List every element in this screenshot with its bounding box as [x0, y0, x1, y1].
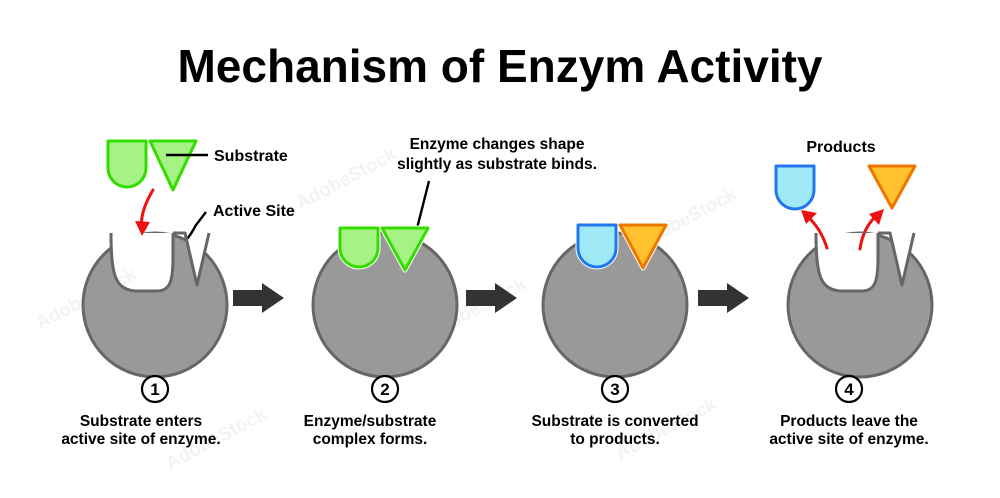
released-products-group-4	[774, 164, 917, 211]
enzyme-body-4	[786, 231, 934, 379]
step-caption-line1: Substrate is converted	[531, 413, 698, 430]
step-number: 3	[610, 380, 619, 399]
step-caption-line1: Substrate enters	[80, 413, 202, 430]
products-label: Products	[806, 139, 875, 156]
step-number-circle	[834, 374, 864, 404]
step-caption-line2: to products.	[570, 431, 660, 448]
substrate-u-shape	[338, 226, 380, 269]
red-arrow-product-left	[801, 210, 829, 250]
substrate-triangle-shape	[380, 226, 430, 272]
product-u-shape	[774, 164, 816, 211]
red-arrow-substrate-enters	[135, 188, 155, 236]
substrate-triangle-shape	[148, 139, 198, 192]
watermark-text: AdobeStock	[292, 144, 400, 215]
step-number: 2	[380, 380, 389, 399]
step-number-circle	[140, 374, 170, 404]
transition-arrow-2	[466, 283, 517, 313]
step-caption-line2: active site of enzyme.	[61, 431, 220, 448]
substrate-u-shape	[106, 139, 148, 189]
enzyme-body-2	[311, 231, 459, 379]
step-caption-line2: complex forms.	[313, 431, 428, 448]
panel-step-2: Enzyme changes shape slightly as substra…	[304, 136, 597, 448]
step-number-circle	[370, 374, 400, 404]
step-number: 1	[150, 380, 159, 399]
enzyme-body-1	[81, 231, 229, 379]
red-arrow-product-right	[858, 209, 884, 251]
product-u-shape	[576, 223, 618, 269]
note-line-2: slightly as substrate binds.	[397, 156, 597, 173]
substrate-label: Substrate	[214, 148, 288, 165]
step-caption-line1: Products leave the	[780, 413, 918, 430]
page-title: Mechanism of Enzym Activity	[177, 40, 822, 92]
substrate-group-1	[106, 139, 198, 192]
product-triangle-shape	[867, 164, 917, 210]
note-line-1: Enzyme changes shape	[410, 136, 585, 153]
panel-step-4: Products	[769, 139, 934, 448]
product-triangle-shape	[618, 223, 668, 270]
active-site-label: Active Site	[213, 203, 295, 220]
transition-arrow-3	[698, 283, 749, 313]
step-number: 4	[844, 380, 854, 399]
step-number-circle	[600, 374, 630, 404]
bound-substrate-group-2	[337, 225, 431, 273]
panel-step-3: 3 Substrate is converted to products.	[531, 222, 699, 448]
step-caption-line1: Enzyme/substrate	[304, 413, 437, 430]
bound-products-group-3	[575, 222, 669, 271]
transition-arrow-1	[233, 283, 284, 313]
step-caption-line2: active site of enzyme.	[769, 431, 928, 448]
